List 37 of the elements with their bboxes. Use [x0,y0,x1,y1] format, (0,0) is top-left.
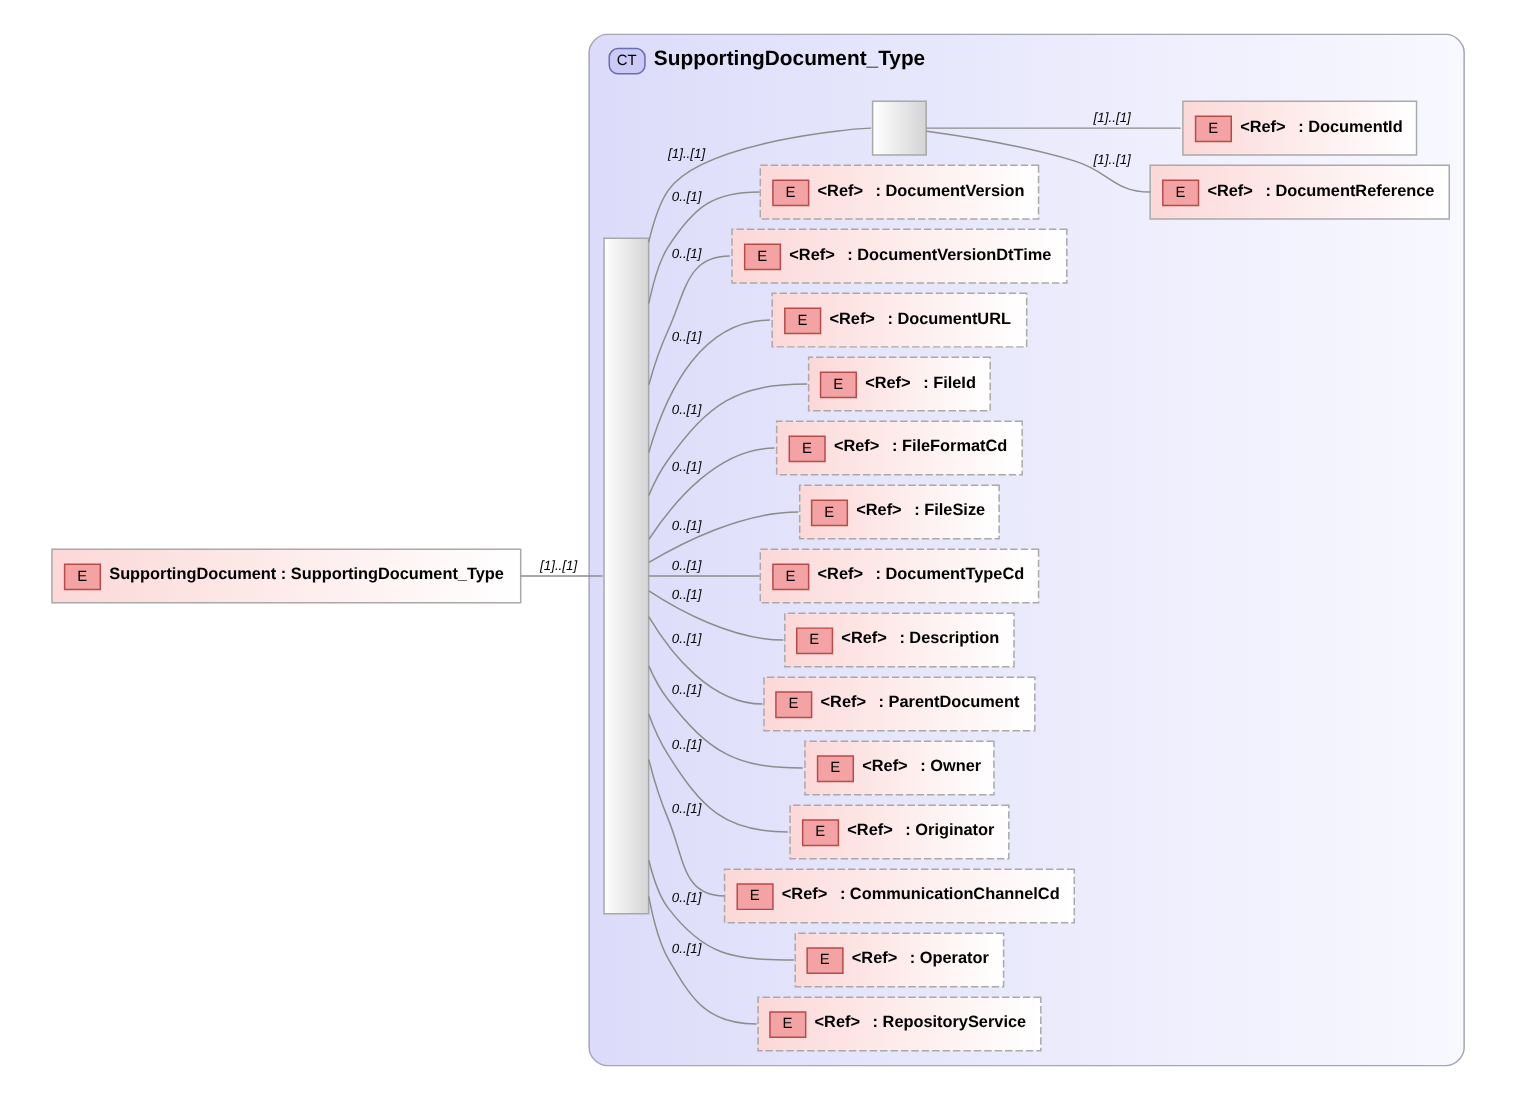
connector [648,575,761,577]
connector [648,590,785,641]
node-bar [603,237,650,915]
connector [647,127,872,243]
node-box: E <Ref> : FileId [807,356,991,412]
connector [648,319,771,454]
connector [647,615,764,705]
node-box: E <Ref> : DocumentId [1182,100,1418,156]
connector [519,575,604,577]
node-box: E <Ref> : DocumentVersionDtTime [731,228,1068,284]
connector [648,859,795,961]
connector [648,255,731,386]
connector [648,665,804,769]
node-box: E <Ref> : Operator [794,932,1005,988]
node-box: E <Ref> : Owner [804,740,995,796]
node-box: E <Ref> : ParentDocument [763,676,1036,732]
node-box: E <Ref> : Description [784,612,1015,668]
node-box: E <Ref> : FileSize [798,484,1000,540]
node-box: E SupportingDocument : SupportingDocument_Type [51,548,522,604]
node-box [871,100,927,156]
connector [648,191,761,305]
connector [648,511,799,564]
node-box: E <Ref> : DocumentReference [1149,164,1450,220]
connector [648,383,808,497]
node-box: E <Ref> : FileFormatCd [775,420,1023,476]
connector [925,127,1182,129]
node-box: E <Ref> : DocumentURL [771,292,1028,348]
node-box: E <Ref> : DocumentTypeCd [759,548,1040,604]
connector [647,713,789,833]
node-box: E <Ref> : DocumentVersion [759,164,1040,220]
connector [648,447,776,540]
connector [647,895,758,1025]
node-box: E <Ref> : Originator [789,804,1010,860]
node-box: E <Ref> : CommunicationChannelCd [723,868,1075,924]
node-box: E <Ref> : RepositoryService [757,996,1042,1052]
connector [925,130,1151,193]
connector [648,758,726,897]
